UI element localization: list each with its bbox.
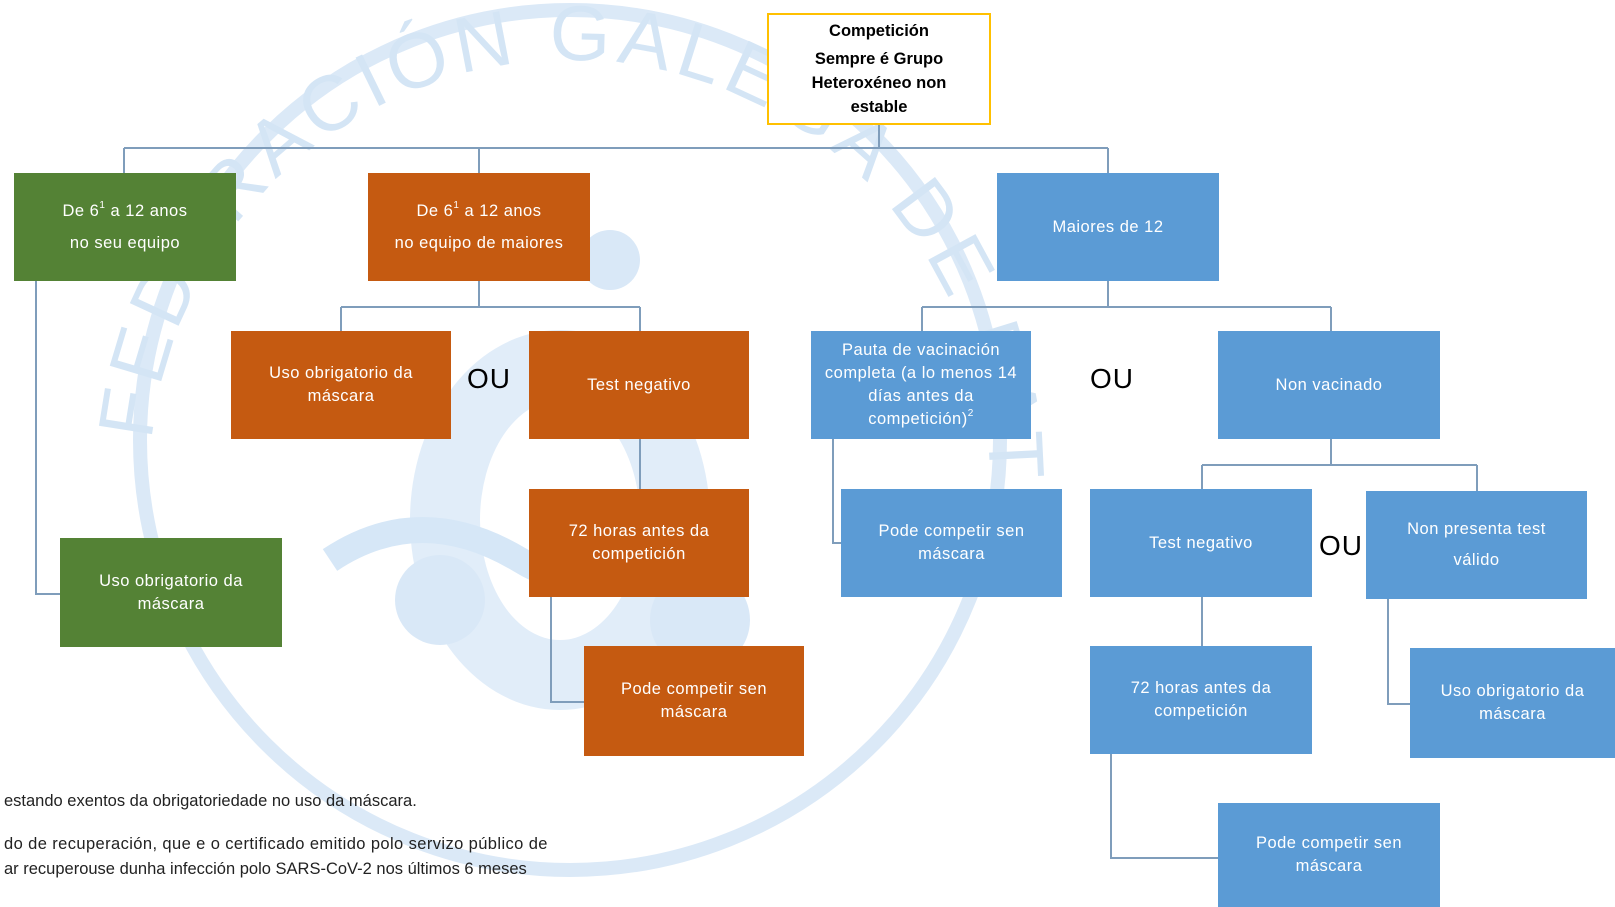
green-header-line2: no seu equipo [69, 234, 181, 252]
blue-vaccine-compete-label: Pode competir sen máscara [878, 522, 1025, 563]
blue-not-vaccinated-label: Non vacinado [1275, 375, 1383, 394]
orange-header-box: De 61 a 12 anos no equipo de maiores [368, 173, 590, 281]
orange-mask-label: Uso obrigatorio da máscara [269, 364, 413, 405]
green-mask-label: Uso obrigatorio da máscara [99, 571, 243, 613]
root-title: Competición [829, 22, 929, 40]
blue-mask-label: Uso obrigatorio da máscara [1440, 682, 1585, 723]
orange-header-line2: no equipo de maiores [394, 234, 564, 252]
green-mask-box: Uso obrigatorio da máscara [60, 538, 282, 647]
footnote-line-1: estando exentos da obrigatoriedade no us… [4, 792, 417, 810]
orange-hours-box: 72 horas antes da competición [529, 489, 749, 597]
blue-compete-label: Pode competir sen máscara [1255, 834, 1403, 875]
root-text-line: estable [850, 98, 908, 116]
blue-not-vaccinated-box: Non vacinado [1218, 331, 1440, 439]
blue-header-box: Maiores de 12 [997, 173, 1219, 281]
blue-test-box: Test negativo [1090, 489, 1312, 597]
ou-label-blue-top: OU [1090, 363, 1134, 394]
ou-label-blue-bottom: OU [1319, 530, 1363, 561]
orange-test-label: Test negativo [587, 375, 691, 394]
root-text-line: Sempre é Grupo [814, 50, 944, 68]
blue-test-label: Test negativo [1149, 533, 1253, 552]
blue-no-test-label: Non presenta test válido [1407, 520, 1546, 569]
blue-hours-label: 72 horas antes da competición [1130, 679, 1272, 720]
blue-no-test-box: Non presenta test válido [1366, 491, 1587, 599]
blue-hours-box: 72 horas antes da competición [1090, 646, 1312, 754]
ou-label-orange: OU [467, 363, 511, 394]
root-text-line: Heteroxéneo non [811, 74, 947, 92]
green-header-box: De 61 a 12 anos no seu equipo [14, 173, 236, 281]
root-box-competicion: Competición Sempre é Grupo Heteroxéneo n… [767, 13, 991, 125]
orange-compete-box: Pode competir sen máscara [584, 646, 804, 756]
blue-compete-box: Pode competir sen máscara [1218, 803, 1440, 907]
orange-header-line1: De 61 a 12 anos [416, 199, 542, 220]
orange-hours-label: 72 horas antes da competición [568, 522, 710, 563]
blue-vaccine-compete-box: Pode competir sen máscara [841, 489, 1062, 597]
orange-mask-box: Uso obrigatorio da máscara [231, 331, 451, 439]
footnote-line-2: do de recuperación, que e o certificado … [4, 835, 548, 853]
blue-header-label: Maiores de 12 [1052, 217, 1164, 236]
blue-mask-box: Uso obrigatorio da máscara [1410, 648, 1615, 758]
green-header-line1: De 61 a 12 anos [62, 199, 188, 220]
blue-vaccine-label: Pauta de vacinación completa (a lo menos… [824, 341, 1018, 428]
orange-test-box: Test negativo [529, 331, 749, 439]
orange-compete-label: Pode competir sen máscara [620, 680, 768, 721]
blue-vaccine-box: Pauta de vacinación completa (a lo menos… [811, 331, 1031, 439]
footnote-line-3: ar recuperouse dunha infección polo SARS… [4, 860, 527, 878]
